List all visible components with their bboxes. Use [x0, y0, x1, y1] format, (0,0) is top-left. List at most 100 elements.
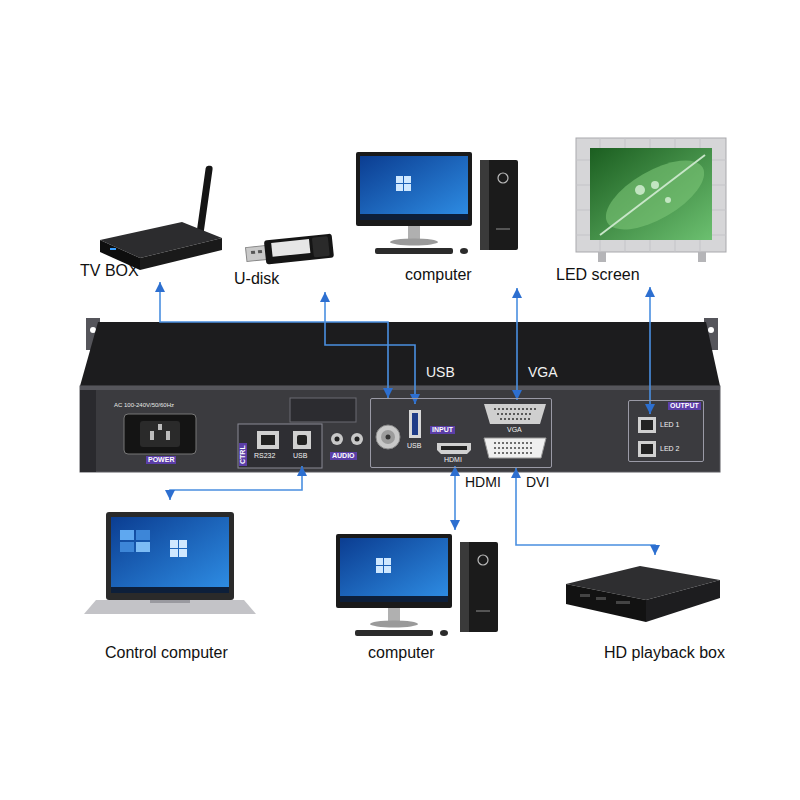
- controller-chassis: [494, 443, 532, 453]
- controller-chassis: [80, 322, 720, 386]
- output-panel: OUTPUTLED 1LED 2: [628, 400, 704, 462]
- controller-chassis: [124, 414, 196, 454]
- controller-chassis: [412, 413, 418, 435]
- laptop-icon: [84, 600, 256, 614]
- desktop-computer-icon: [336, 534, 498, 636]
- audio-section: AUDIO: [326, 428, 368, 466]
- desktop-computer-icon: [460, 542, 498, 632]
- port-label: USB: [293, 452, 307, 460]
- desktop-computer-icon: [396, 184, 403, 191]
- desktop-computer-icon: [496, 228, 510, 230]
- playback-box-icon: [566, 584, 646, 622]
- controller-chassis: [158, 424, 162, 430]
- controller-chassis: [238, 424, 322, 468]
- desktop-computer-icon: [336, 534, 452, 608]
- connector-group: [160, 282, 655, 555]
- controller-chassis: [494, 409, 536, 419]
- laptop-icon: [179, 549, 187, 557]
- desktop-computer-icon: [360, 156, 468, 220]
- led-screen-icon: [576, 138, 726, 252]
- desktop-computer-icon: [340, 596, 448, 602]
- connector: [160, 282, 388, 398]
- led-screen-icon: [598, 252, 606, 262]
- desktop-computer-icon: [480, 160, 489, 250]
- connector: [454, 466, 456, 530]
- desktop-computer-icon: [355, 630, 433, 636]
- playback-box-icon: [596, 597, 606, 600]
- panel-banner: OUTPUT: [668, 402, 701, 410]
- ctrl-panel: CTRLRS232USB: [238, 424, 322, 468]
- led-screen-icon: [651, 181, 659, 189]
- led-screen-icon: [698, 252, 706, 262]
- led-screen-icon: [576, 138, 726, 262]
- desktop-computer-icon: [376, 558, 383, 565]
- controller-chassis: [638, 441, 656, 457]
- controller-chassis: [257, 431, 279, 449]
- tv-box-icon: [196, 165, 213, 237]
- desktop-computer-icon: [340, 538, 448, 602]
- panel-banner: POWER: [146, 456, 176, 464]
- controller-chassis: [261, 435, 275, 445]
- device-node: U-disk: [230, 222, 350, 292]
- playback-box-icon: [580, 594, 590, 597]
- led-screen-icon: [635, 185, 645, 195]
- controller-chassis: [638, 417, 656, 433]
- playback-box-icon: [566, 566, 720, 622]
- led-screen-icon: [665, 197, 671, 203]
- controller-chassis: [290, 398, 356, 422]
- laptop-icon: [120, 542, 134, 552]
- port: HDMI: [432, 440, 476, 466]
- device-label: computer: [405, 266, 472, 284]
- laptop-icon: [150, 600, 190, 603]
- desktop-computer-icon: [384, 558, 391, 565]
- controller-chassis: [80, 390, 96, 472]
- u-disk-icon: [264, 234, 334, 265]
- playback-box-icon: [646, 580, 720, 622]
- u-disk-icon: [245, 234, 334, 267]
- port: USB: [288, 428, 316, 466]
- laptop-icon: [120, 530, 134, 540]
- desktop-computer-icon: [498, 173, 508, 183]
- desktop-computer-icon: [375, 248, 453, 254]
- laptop-icon: [170, 540, 178, 548]
- controller-chassis: [437, 443, 471, 454]
- device-label: TV BOX: [80, 262, 139, 280]
- desktop-computer-icon: [404, 176, 411, 183]
- device-label: computer: [368, 644, 435, 662]
- controller-chassis: [441, 446, 467, 450]
- u-disk-icon: [271, 239, 310, 257]
- device-node: HD playback box: [560, 555, 746, 666]
- controller-chassis: [297, 435, 307, 445]
- u-disk-icon: [312, 236, 330, 258]
- edge-label: VGA: [526, 364, 560, 381]
- desktop-computer-icon: [460, 248, 468, 254]
- led-screen-icon: [595, 147, 714, 244]
- panel-banner: AUDIO: [330, 452, 357, 460]
- controller-chassis: [80, 386, 720, 390]
- controller-chassis: [80, 386, 720, 472]
- led-screen-icon: [600, 155, 705, 235]
- desktop-computer-icon: [376, 566, 383, 573]
- laptop-icon: [84, 512, 256, 614]
- desktop-computer-icon: [390, 239, 438, 246]
- connector: [325, 292, 415, 404]
- controller-chassis: [166, 431, 170, 440]
- controller-chassis: [80, 318, 720, 472]
- device-node: computer: [340, 146, 540, 288]
- led-screen-icon: [576, 138, 726, 252]
- desktop-computer-icon: [408, 226, 420, 240]
- edge-label: USB: [424, 364, 457, 381]
- controller-chassis: [331, 433, 343, 445]
- desktop-computer-icon: [476, 610, 490, 612]
- controller-chassis: [335, 437, 340, 442]
- playback-box-icon: [616, 601, 630, 604]
- controller-chassis: [708, 327, 714, 333]
- power-rating: AC 100-240V/50/60Hz: [114, 402, 174, 409]
- port: USB: [402, 404, 428, 456]
- u-disk-icon: [251, 251, 255, 254]
- controller-chassis: [293, 431, 311, 449]
- u-disk-icon: [258, 250, 262, 253]
- edge-label: HDMI: [463, 474, 503, 491]
